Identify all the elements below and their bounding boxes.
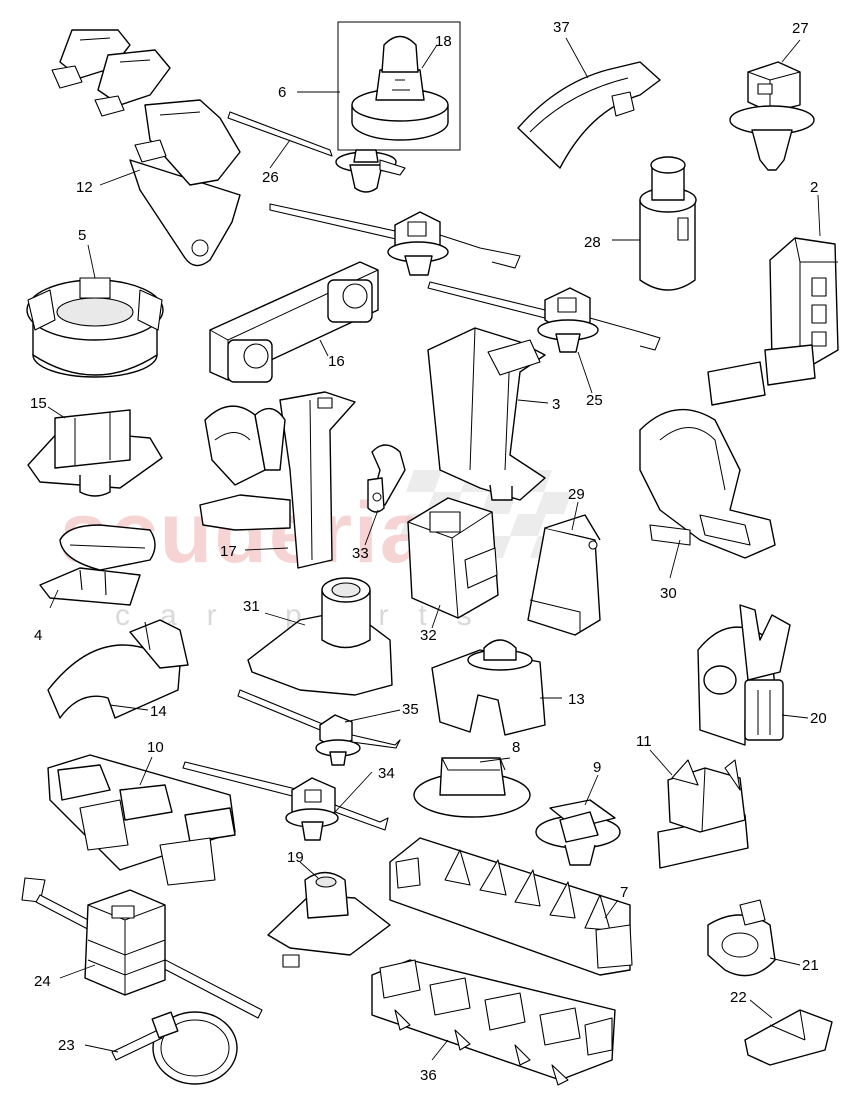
part-24-tie-block — [21, 877, 263, 1019]
part-9-push-clip — [535, 799, 621, 866]
part-35-tie-anchor — [237, 689, 401, 766]
callout-13: 13 — [568, 691, 585, 708]
part-2-vertical-clip — [707, 237, 839, 406]
part-36-clip-chain — [371, 959, 616, 1086]
part-11-box-clip — [657, 759, 749, 869]
callout-17: 17 — [220, 543, 237, 560]
callout-7: 7 — [620, 884, 628, 901]
callout-labels: 2 3 4 5 6 7 8 9 10 11 12 13 14 15 16 17 … — [30, 19, 827, 1084]
callout-27: 27 — [792, 20, 809, 37]
part-27-push-pin — [729, 61, 815, 171]
callout-30: 30 — [660, 585, 677, 602]
callout-20: 20 — [810, 710, 827, 727]
callout-4: 4 — [34, 627, 42, 644]
callout-3: 3 — [552, 396, 560, 413]
callout-15: 15 — [30, 395, 47, 412]
part-33-loop-clip — [367, 444, 406, 513]
callout-25: 25 — [586, 392, 603, 409]
part-34-tie-anchor — [182, 761, 389, 841]
part-14-saddle-clip — [47, 619, 189, 719]
callout-11: 11 — [636, 733, 652, 750]
part-17-clip-bracket — [199, 391, 356, 569]
part-19-plate-clip — [267, 871, 391, 968]
part-3-large-clip — [427, 327, 546, 501]
callout-19: 19 — [287, 849, 304, 866]
callout-37: 37 — [553, 19, 570, 36]
callout-14: 14 — [150, 703, 167, 720]
callout-22: 22 — [730, 989, 747, 1006]
callout-5: 5 — [78, 227, 86, 244]
callout-34: 34 — [378, 765, 395, 782]
part-21-u-clip — [707, 899, 776, 977]
part-20-fork-clip — [697, 604, 791, 746]
callout-32: 32 — [420, 627, 437, 644]
callout-2: 2 — [810, 179, 818, 196]
part-31-socket-clip — [247, 577, 393, 696]
part-23-loop-tie — [111, 1011, 238, 1085]
leader-lines — [47, 37, 821, 1061]
part-32-square-clip — [407, 497, 499, 619]
part-26-tie-anchor — [227, 111, 406, 193]
part-5-round-clip — [26, 277, 164, 378]
callout-35: 35 — [402, 701, 419, 718]
part-16-rail-clip — [209, 261, 379, 383]
part-13-twin-clip — [431, 639, 546, 736]
part-12-triple-clip-bracket — [51, 29, 241, 267]
part-25-tie-anchor — [427, 281, 661, 353]
part-4-double-clip — [39, 524, 156, 606]
callout-16: 16 — [328, 353, 345, 370]
part-28-cylinder-sleeve — [639, 156, 697, 291]
callout-24: 24 — [34, 973, 51, 990]
part-6-18-box — [337, 21, 461, 151]
callout-18: 18 — [435, 33, 452, 50]
part-10-multi-clip — [47, 754, 236, 886]
part-30-hook-clip — [639, 408, 776, 559]
part-8-mushroom-pin — [413, 757, 531, 818]
part-7-comb-strip — [389, 837, 633, 976]
callout-33: 33 — [352, 545, 369, 562]
part-29-spring-clip — [527, 514, 601, 636]
callout-10: 10 — [147, 739, 164, 756]
callout-26: 26 — [262, 169, 279, 186]
callout-28: 28 — [584, 234, 601, 251]
part-22-flat-clip — [744, 1009, 833, 1066]
callout-12: 12 — [76, 179, 93, 196]
callout-36: 36 — [420, 1067, 437, 1084]
callout-6: 6 — [278, 84, 286, 101]
part-15-foot-clip — [27, 409, 163, 497]
callout-9: 9 — [593, 759, 601, 776]
callout-29: 29 — [568, 486, 585, 503]
part-37-curved-clip — [517, 61, 661, 169]
callout-21: 21 — [802, 957, 819, 974]
callout-8: 8 — [512, 739, 520, 756]
callout-31: 31 — [243, 598, 260, 615]
tie-anchor-upper — [269, 203, 521, 276]
callout-23: 23 — [58, 1037, 75, 1054]
